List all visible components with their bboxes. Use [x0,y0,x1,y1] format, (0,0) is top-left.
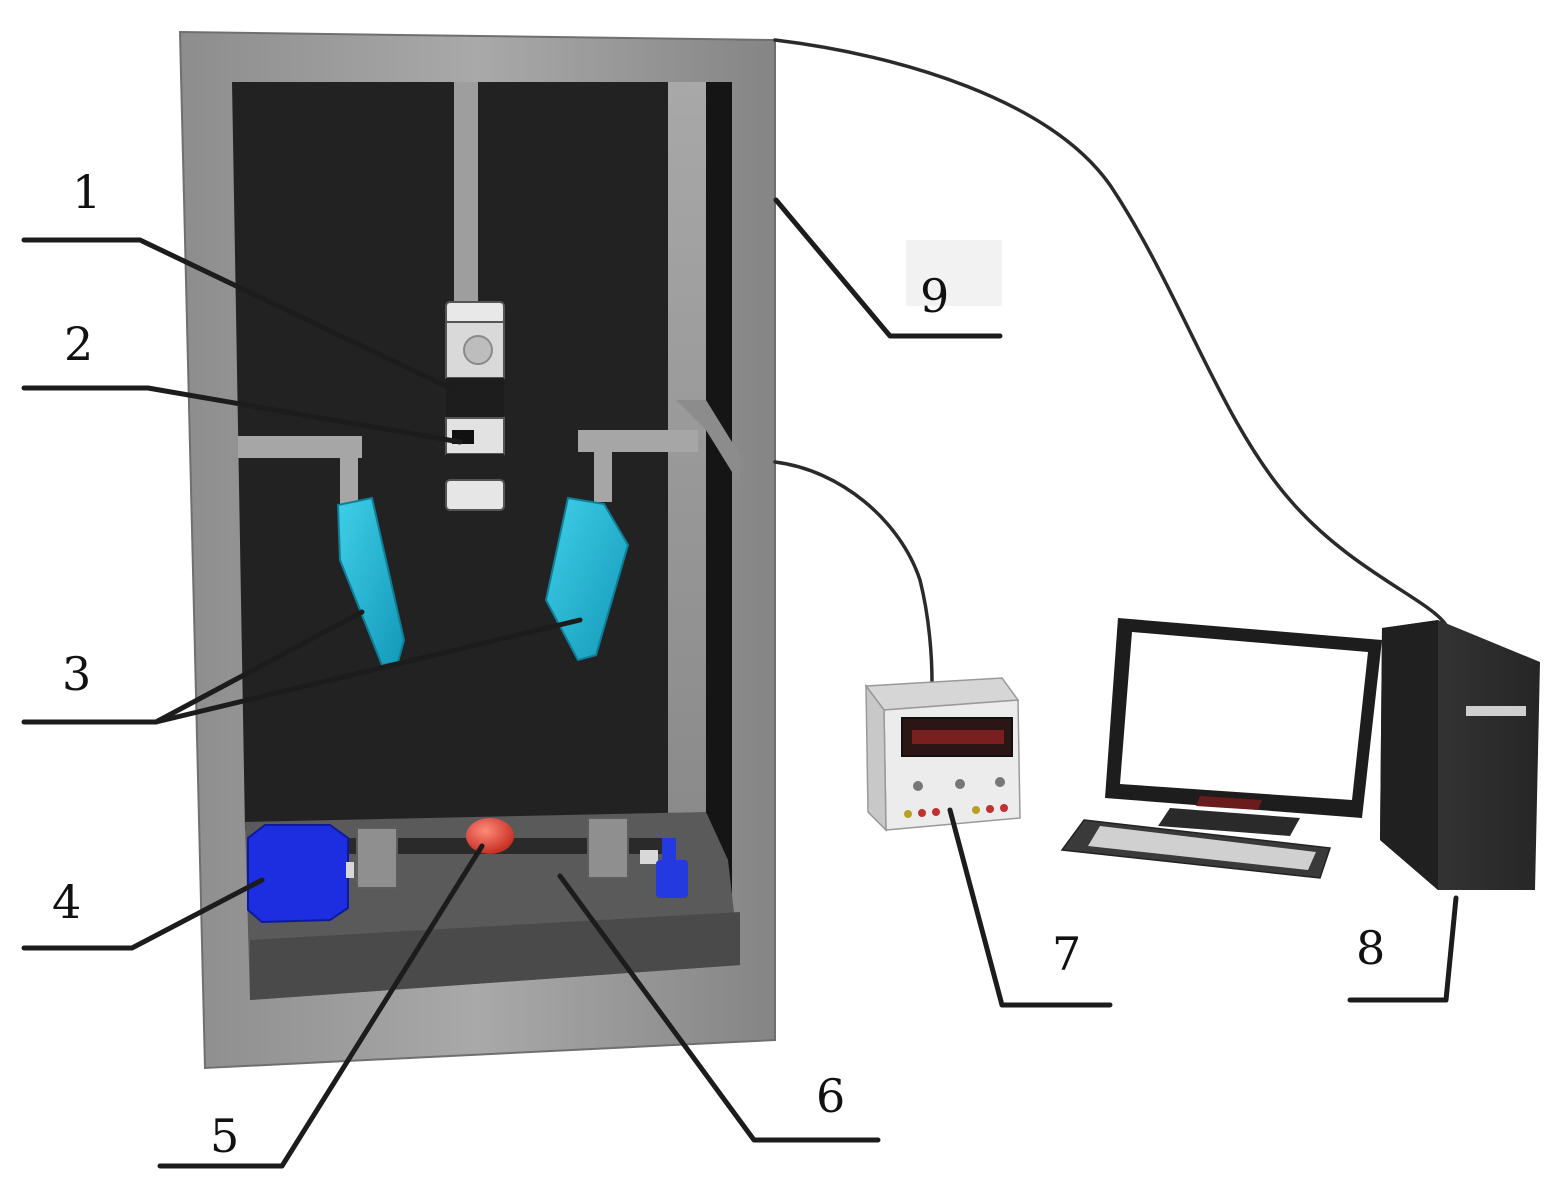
motor [247,824,354,924]
leader-2 [21,385,463,445]
monitor-stand [1158,808,1300,836]
frame-right-channel [706,82,732,962]
leader-4 [21,877,265,951]
light-sources [336,496,630,667]
camera-lens [445,417,505,511]
frame-slider-block [676,400,740,485]
right-bracket-drop [594,446,612,502]
camera-ring [446,378,504,418]
motor-shaft-cap [346,862,354,878]
left-bearing-block [356,827,398,889]
controller-led-1 [904,810,912,818]
test-sample [466,818,514,854]
shaft-assembly [345,817,670,889]
cable-to-computer [773,38,1448,627]
test-frame [178,30,776,1070]
computer [1060,618,1540,890]
camera-hanger-rod [454,82,478,306]
lens-lower [445,479,505,511]
callout-label-2: 2 [64,317,93,371]
light-source-right [544,496,630,662]
callout-label-4: 4 [52,875,81,929]
controller-box [864,677,1021,832]
cable-to-controller [773,460,934,684]
left-bracket-drop [340,452,358,508]
leader-9 [773,197,1003,339]
controller-knob-1 [913,781,923,791]
blue-fixture [656,838,688,898]
right-bearing-block [587,817,629,879]
blue-fixture-body [656,860,688,898]
callout-label-3: 3 [62,647,91,701]
callout-label-1: 1 [72,165,101,219]
controller-display-digits [912,730,1004,744]
sample-sphere [466,818,514,854]
controller-led-4 [972,806,980,814]
motor-body [247,824,349,924]
label-9-backing [906,240,1002,306]
callout-labels: 1 2 3 4 5 6 7 8 9 [52,165,1385,1163]
callout-label-5: 5 [210,1109,239,1163]
controller-knob-3 [995,777,1005,787]
industrial-camera [445,301,505,418]
light-brackets [238,430,698,508]
pc-drive-bay [1466,706,1526,716]
keyboard-keys [1088,826,1316,870]
blue-fixture-top [662,838,676,864]
callout-label-6: 6 [816,1069,845,1123]
callout-label-8: 8 [1356,921,1385,975]
leader-7 [947,807,1113,1008]
right-coupling [640,850,658,864]
leader-1 [21,237,457,393]
controller-led-3 [932,808,940,816]
leader-lines [21,197,1459,1169]
controller-led-5 [986,805,994,813]
frame-base-front [250,912,740,1000]
controller-led-2 [918,809,926,817]
camera-top-cap [445,301,505,325]
leader-6 [557,873,881,1143]
leader-5 [157,843,485,1169]
controller-led-6 [1000,804,1008,812]
lens-ring [446,454,504,480]
leader-3b [153,617,583,725]
callout-label-9: 9 [920,269,949,323]
leader-8 [1347,895,1459,1003]
pc-case-side [1380,620,1438,890]
left-bracket-arm [238,436,362,458]
monitor-base-red [1196,796,1262,810]
callout-label-7: 7 [1052,927,1081,981]
monitor-screen [1120,632,1368,800]
controller-knob-2 [955,779,965,789]
controller-side [865,683,887,832]
camera-logo [463,335,493,365]
